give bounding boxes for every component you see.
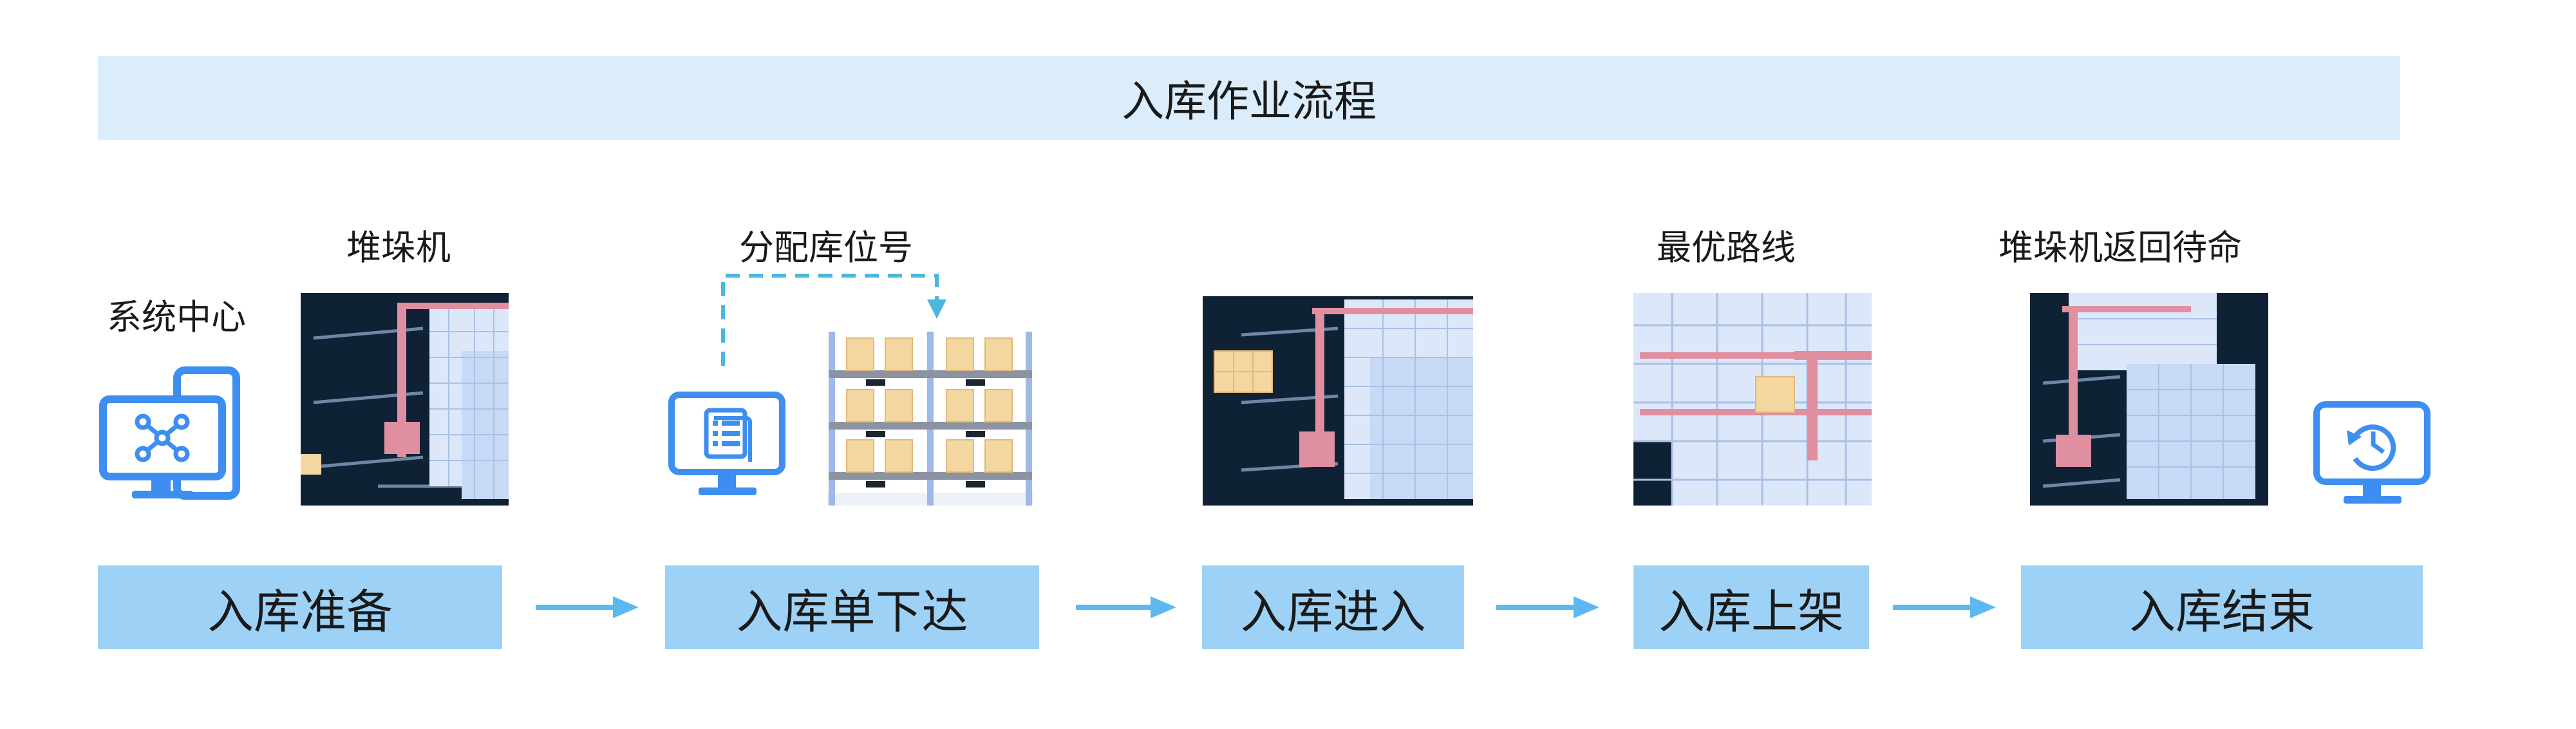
flow-arrow-3 [1496, 596, 1599, 618]
shelving-route-image [1633, 293, 1872, 506]
step-inbound-order-issue: 入库单下达 [665, 565, 1039, 649]
flow-arrow-2 [1076, 596, 1176, 618]
caption-assign-location: 分配库位号 [739, 227, 913, 268]
stacker-warehouse-image [301, 293, 509, 506]
flow-arrow-4 [1893, 596, 1996, 618]
step-inbound-end: 入库结束 [2021, 565, 2423, 649]
caption-system-center: 系统中心 [107, 297, 246, 337]
shelf-rack-image [827, 332, 1033, 506]
document-monitor-icon [668, 392, 785, 495]
history-monitor-icon [2313, 401, 2430, 504]
page-title: 入库作业流程 [98, 56, 2400, 140]
step-inbound-shelving: 入库上架 [1633, 565, 1869, 649]
step-inbound-enter: 入库进入 [1202, 565, 1464, 649]
step-inbound-prepare: 入库准备 [98, 565, 502, 649]
caption-optimal-route: 最优路线 [1657, 227, 1796, 268]
entry-warehouse-image [1203, 296, 1473, 506]
flow-arrow-1 [536, 596, 639, 618]
caption-stacker-return: 堆垛机返回待命 [1998, 227, 2242, 268]
caption-stacker: 堆垛机 [346, 227, 451, 268]
network-monitor-icon [99, 366, 240, 500]
stacker-return-image [2030, 293, 2268, 506]
dashed-connector [721, 274, 946, 366]
